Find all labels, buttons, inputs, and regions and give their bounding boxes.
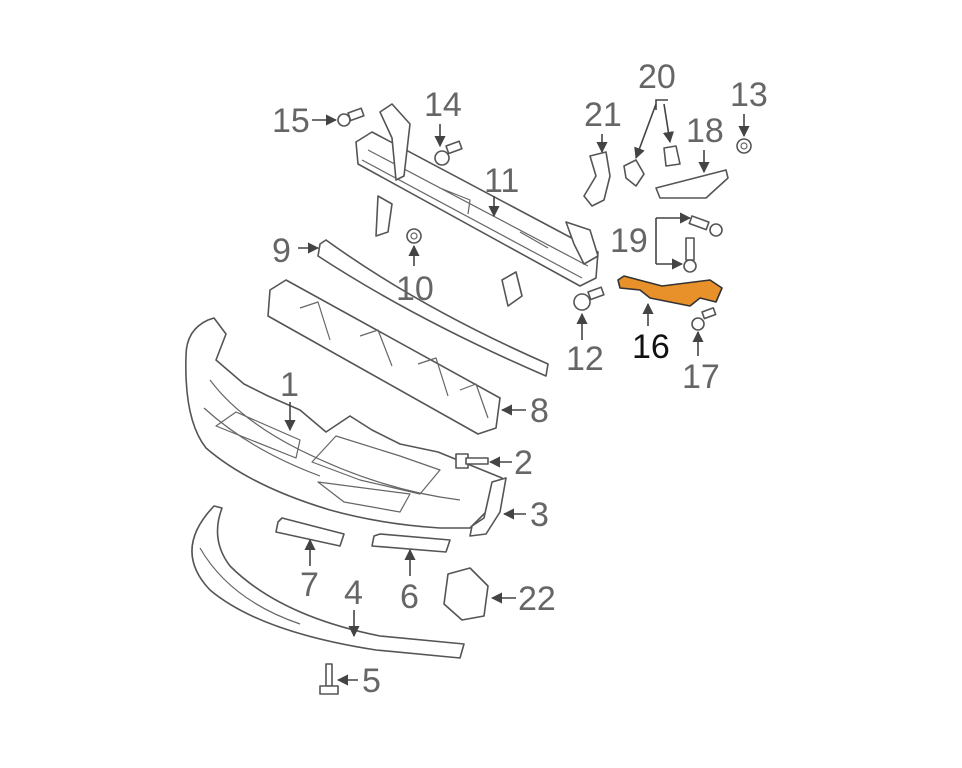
- callout-3: 3: [530, 496, 549, 534]
- callout-21: 21: [584, 96, 622, 134]
- fastener-2-clip[interactable]: [455, 453, 489, 469]
- callout-9: 9: [272, 232, 291, 270]
- part-18-bracket[interactable]: [655, 169, 729, 199]
- callout-18: 18: [686, 112, 724, 150]
- callout-17: 17: [682, 358, 720, 396]
- part-3-bracket[interactable]: [469, 477, 507, 537]
- part-9-strip[interactable]: [317, 239, 549, 377]
- fastener-17-bolt[interactable]: [691, 307, 717, 331]
- callout-22: 22: [518, 580, 556, 618]
- callout-15: 15: [272, 102, 310, 140]
- part-16-highlighted-bracket[interactable]: [617, 275, 723, 307]
- part-4-lower-spoiler[interactable]: [191, 505, 465, 659]
- part-6-trim[interactable]: [371, 533, 451, 553]
- callout-7: 7: [300, 566, 319, 604]
- callout-labels: 15 14 11 21 20 18 13 19 9 10 12 16 17 1 …: [272, 58, 768, 700]
- part-7-trim[interactable]: [275, 517, 345, 547]
- callout-2: 2: [514, 444, 533, 482]
- fastener-13-nut[interactable]: [736, 138, 752, 154]
- fastener-15-bolt[interactable]: [337, 107, 365, 127]
- fastener-19-bolts[interactable]: [683, 215, 723, 273]
- leader-lines: [284, 99, 750, 686]
- callout-4: 4: [344, 574, 363, 612]
- callout-5: 5: [362, 662, 381, 700]
- part-22-tow-cover[interactable]: [443, 567, 489, 621]
- callout-12: 12: [566, 340, 604, 378]
- callout-20: 20: [638, 58, 676, 96]
- part-11-impact-bar[interactable]: [355, 103, 599, 307]
- callout-13: 13: [730, 76, 768, 114]
- callout-1: 1: [280, 366, 299, 404]
- fastener-5-bolt[interactable]: [319, 663, 339, 695]
- part-8-energy-absorber[interactable]: [267, 279, 501, 435]
- callout-6: 6: [400, 578, 419, 616]
- callout-8: 8: [530, 392, 549, 430]
- part-1-bumper-cover[interactable]: [185, 317, 503, 529]
- fastener-21-bracket[interactable]: [583, 151, 611, 207]
- fastener-20-clips[interactable]: [623, 145, 681, 187]
- callout-16: 16: [632, 328, 670, 366]
- fastener-14-bolt[interactable]: [434, 140, 463, 166]
- fastener-10-nut[interactable]: [406, 228, 422, 244]
- fastener-12-bolt[interactable]: [573, 286, 605, 311]
- callout-10: 10: [396, 270, 434, 308]
- callout-14: 14: [424, 86, 462, 124]
- callout-11: 11: [484, 162, 519, 200]
- callout-19: 19: [610, 222, 648, 260]
